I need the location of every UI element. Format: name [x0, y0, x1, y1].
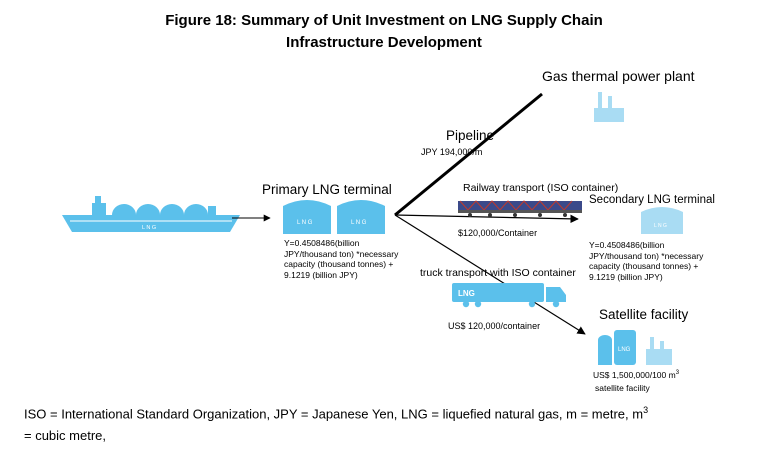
figure-title-line1: Figure 18: Summary of Unit Investment on…: [165, 12, 603, 29]
train-icon: [458, 200, 582, 217]
lng-truck-icon: LNG: [452, 283, 566, 308]
footnote-part1: ISO = International Standard Organizatio…: [24, 406, 644, 422]
power-plant-label: Gas thermal power plant: [542, 68, 695, 84]
secondary-terminal-formula: Y=0.4508486(billion JPY/thousand ton) *n…: [589, 240, 704, 282]
secondary-tank-lng-text: L N G: [654, 223, 667, 229]
figure-title-line2: Infrastructure Development: [286, 34, 482, 51]
pipeline-line: [394, 92, 543, 217]
secondary-terminal-tank-icon: L N G: [641, 207, 683, 234]
pipeline-cost: JPY 194,000/m: [421, 147, 483, 157]
primary-terminal-formula: Y=0.4508486(billion JPY/thousand ton) *n…: [284, 238, 399, 280]
satellite-cost: US$ 1,500,000/100 m3: [593, 370, 679, 380]
satellite-cost-text: US$ 1,500,000/100 m: [593, 370, 676, 380]
tank2-lng-text: L N G: [351, 220, 367, 226]
power-plant-icon: [594, 92, 624, 122]
ship-lng-text: L N G: [142, 225, 156, 231]
truck-label: truck transport with ISO container: [420, 267, 576, 279]
tank1-lng-text: L N G: [297, 220, 313, 226]
footnote-part2: = cubic metre,: [24, 428, 107, 444]
satellite-cost-sup: 3: [675, 370, 680, 377]
satellite-label: Satellite facility: [599, 307, 689, 322]
truck-arrow: [394, 214, 586, 335]
truck-lng-text: LNG: [458, 289, 475, 298]
truck-cost: US$ 120,000/container: [448, 321, 541, 331]
footnote: ISO = International Standard Organizatio…: [24, 399, 744, 447]
primary-terminal-label: Primary LNG terminal: [262, 182, 392, 197]
lng-ship-icon: L N G: [62, 196, 240, 232]
railway-cost: $120,000/Container: [458, 228, 538, 238]
satellite-lng-text: LNG: [618, 347, 631, 353]
satellite-cost-note: satellite facility: [595, 383, 650, 393]
primary-terminal-tanks-icon: L N G L N G: [283, 200, 385, 234]
secondary-terminal-label: Secondary LNG terminal: [589, 194, 715, 206]
satellite-facility-icon: LNG: [598, 330, 672, 365]
railway-label: Railway transport (ISO container): [463, 182, 619, 194]
railway-arrow: [394, 214, 579, 224]
footnote-sup: 3: [643, 405, 649, 415]
pipeline-label: Pipeline: [446, 128, 495, 143]
